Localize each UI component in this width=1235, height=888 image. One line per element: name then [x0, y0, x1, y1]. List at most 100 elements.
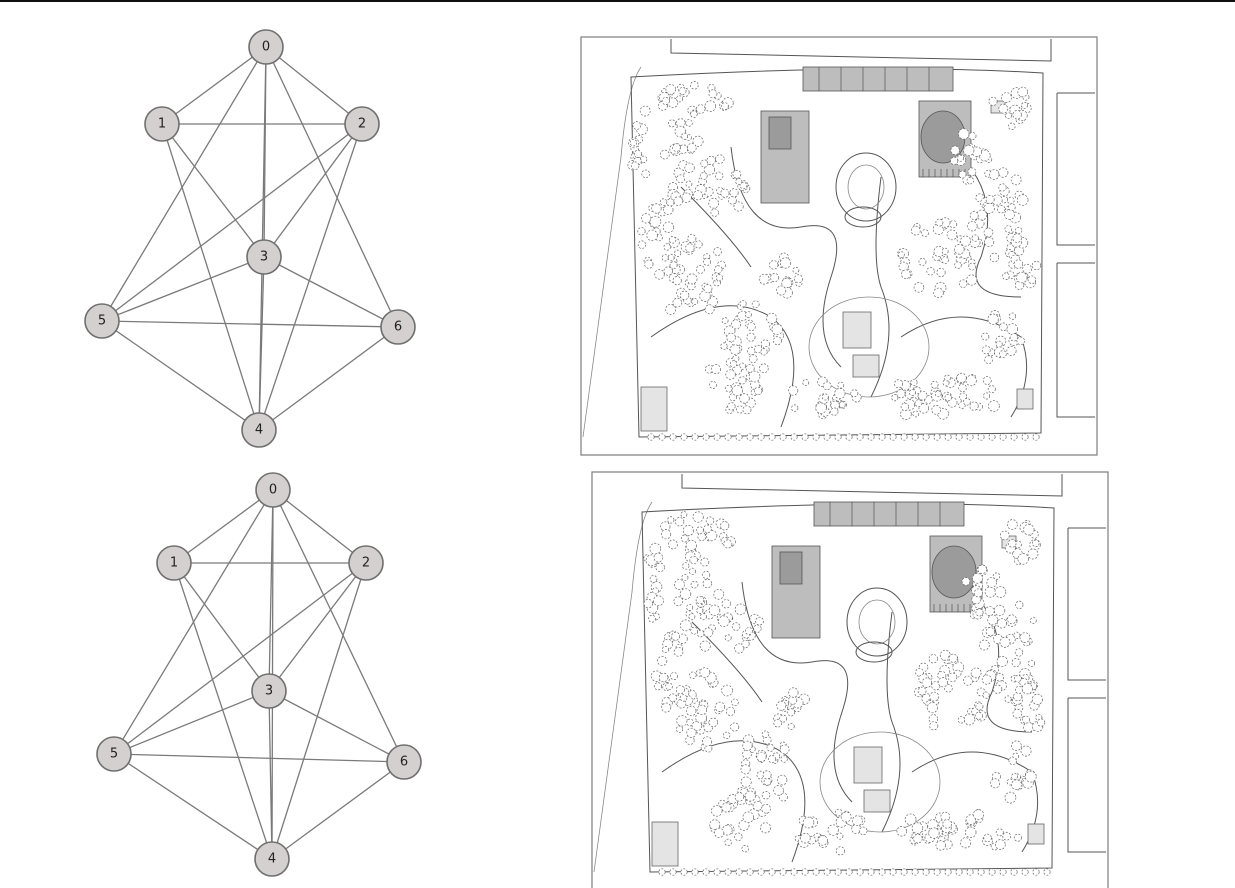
tree: [997, 205, 1005, 213]
tree: [742, 845, 749, 852]
tree: [922, 230, 929, 237]
graph-node-5: 5: [97, 737, 131, 771]
tree: [802, 434, 808, 440]
tree: [704, 285, 712, 293]
tree: [1013, 234, 1022, 243]
tree: [652, 204, 661, 213]
tree: [723, 732, 730, 739]
tree: [791, 869, 797, 875]
tree: [655, 270, 665, 280]
tree: [681, 511, 687, 517]
pavilion: [843, 312, 871, 348]
tree: [702, 737, 711, 746]
tree: [792, 405, 798, 411]
tree: [652, 588, 658, 594]
graph-node-6: 6: [387, 745, 421, 779]
tree: [697, 630, 704, 637]
graph-edges: [114, 490, 404, 859]
se-building: [1028, 824, 1044, 844]
tree: [742, 640, 749, 647]
tree: [914, 834, 923, 843]
node-label: 1: [170, 556, 178, 571]
tree: [1022, 716, 1029, 723]
tree: [1018, 554, 1029, 565]
tree: [989, 170, 999, 180]
tree: [700, 172, 707, 179]
tree: [978, 434, 984, 440]
tree: [793, 267, 799, 273]
tree: [645, 260, 654, 269]
tree: [974, 589, 982, 597]
tree: [839, 402, 845, 408]
tree: [650, 543, 661, 554]
tree: [770, 273, 778, 281]
tree: [691, 81, 699, 89]
tree: [1005, 792, 1016, 803]
tree: [654, 683, 661, 690]
tree: [890, 869, 896, 875]
tree: [697, 607, 703, 613]
tree: [703, 579, 712, 588]
tree: [716, 155, 725, 164]
tree: [689, 568, 695, 574]
tree: [679, 87, 686, 94]
tree: [879, 869, 885, 875]
graph-edge-1-4: [174, 563, 272, 859]
tree: [803, 379, 809, 385]
tree: [730, 345, 740, 355]
tree: [674, 597, 683, 606]
tree: [944, 375, 950, 381]
site-plan-top: [581, 37, 1097, 455]
tree: [705, 305, 714, 314]
tree: [680, 589, 691, 600]
graph-edge-2-3: [264, 124, 362, 257]
tree: [985, 237, 994, 246]
tree: [962, 578, 970, 586]
tree: [642, 170, 650, 178]
pavilion: [854, 747, 882, 783]
graph-edge-0-1: [162, 47, 266, 124]
tree: [1011, 175, 1021, 185]
tree: [754, 345, 762, 353]
tree: [1023, 524, 1034, 535]
tree: [955, 262, 962, 269]
tree: [688, 234, 696, 242]
tree: [988, 401, 999, 412]
sw-building: [652, 822, 678, 866]
tree: [763, 771, 771, 779]
tree: [824, 434, 830, 440]
tree: [838, 382, 844, 388]
tree: [919, 258, 926, 265]
tree: [975, 712, 982, 719]
tree: [1044, 869, 1050, 875]
tree: [1037, 719, 1044, 726]
tree: [700, 641, 710, 651]
tree: [758, 869, 764, 875]
tree: [1022, 869, 1028, 875]
tree: [725, 869, 731, 875]
tree: [676, 96, 682, 102]
tree: [813, 869, 819, 875]
se-building: [1017, 389, 1033, 409]
tree: [851, 390, 858, 397]
tree: [648, 434, 654, 440]
tree: [724, 540, 732, 548]
tree: [736, 406, 743, 413]
tree: [660, 150, 669, 159]
graph-node-3: 3: [252, 674, 286, 708]
tree: [769, 434, 775, 440]
tree: [1032, 261, 1041, 270]
node-label: 3: [260, 250, 268, 265]
tree: [1023, 722, 1033, 732]
tree: [984, 203, 994, 213]
tree: [681, 434, 687, 440]
tree: [693, 191, 702, 200]
tree: [791, 434, 797, 440]
tree: [989, 869, 995, 875]
tree: [837, 833, 843, 839]
tree: [949, 654, 957, 662]
tree: [967, 177, 974, 184]
tree: [846, 434, 852, 440]
tree: [709, 718, 718, 727]
tree: [736, 869, 742, 875]
